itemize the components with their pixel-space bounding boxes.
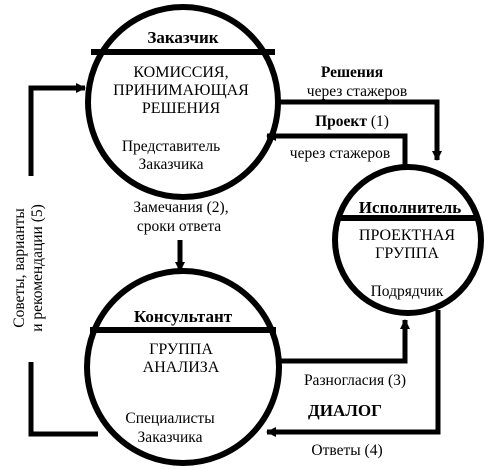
customer-body-line-2: ПРИНИМАЮЩАЯ (113, 82, 249, 99)
remarks-label-line-1: Замечания (2), (133, 199, 228, 216)
remarks-label-line-2: сроки ответа (137, 218, 221, 235)
project-arrow (266, 131, 408, 166)
disagreements-arrow (276, 319, 410, 364)
customer-sub-line-2: Заказчика (139, 156, 204, 173)
project-label-num: (1) (367, 113, 389, 130)
customer-node: Заказчик КОМИССИЯ, ПРИНИМАЮЩАЯ РЕШЕНИЯ П… (85, 4, 281, 200)
project-label-bold: Проект (315, 113, 367, 130)
contractor-node: Исполнитель ПРОЕКТНАЯ ГРУППА Подрядчик (332, 164, 484, 316)
decisions-arrow (278, 99, 442, 161)
contractor-title: Исполнитель (359, 198, 461, 217)
customer-sub-line-1: Представитель (122, 138, 220, 155)
project-label: Проект (1) (315, 113, 389, 130)
dialog-label: ДИАЛОГ (308, 401, 382, 420)
project-via-label: через стажеров (290, 145, 390, 162)
advice-label-line-2: и рекомендации (5) (29, 204, 46, 332)
decisions-label-text: Решения (321, 64, 383, 81)
consultant-sub-line-1: Специалисты (125, 410, 215, 427)
contractor-body-line-1: ПРОЕКТНАЯ (359, 227, 456, 244)
contractor-circle (332, 164, 484, 316)
consultant-body-line-2: АНАЛИЗА (143, 359, 220, 376)
advice-arrow-top (28, 83, 86, 176)
answers-label: Ответы (4) (311, 442, 382, 459)
contractor-sub: Подрядчик (371, 283, 444, 300)
advice-label: Советы, варианты и рекомендации (5) (11, 204, 46, 332)
consultant-title: Консультант (134, 307, 233, 326)
disagreements-label: Разногласия (3) (304, 372, 406, 389)
advice-arrow (28, 362, 98, 437)
customer-body-line-3: РЕШЕНИЯ (142, 100, 221, 117)
consultant-node: Консультант ГРУППА АНАЛИЗА Специалисты З… (84, 268, 282, 466)
decisions-via-label: через стажеров (307, 83, 407, 100)
consultant-body-line-1: ГРУППА (149, 341, 213, 358)
consultant-sub-line-2: Заказчика (138, 429, 203, 446)
answers-arrow (266, 310, 441, 437)
advice-label-line-1: Советы, варианты (11, 208, 28, 328)
contractor-body-line-2: ГРУППА (375, 245, 439, 262)
decisions-label: Решения (321, 64, 383, 81)
customer-title: Заказчик (147, 28, 218, 47)
customer-body-line-1: КОМИССИЯ, (133, 64, 228, 81)
